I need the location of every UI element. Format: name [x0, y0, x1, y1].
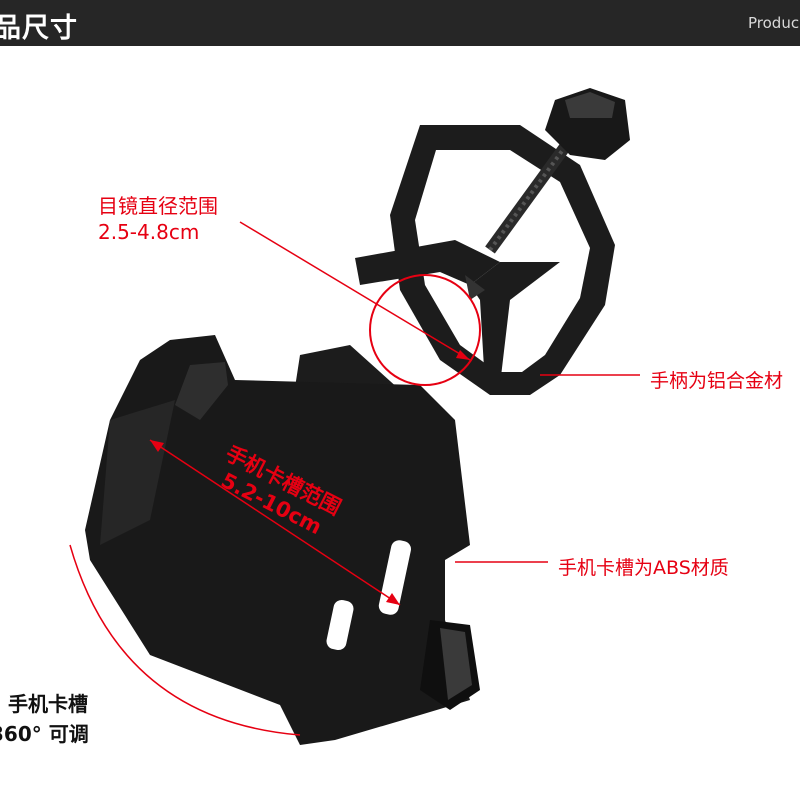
eyepiece-circle: [239, 221, 481, 386]
adjust-screw: [485, 88, 630, 254]
eyepiece-range-value: 2.5-4.8cm: [98, 220, 200, 244]
eyepiece-range-label: 目镜直径范围: [98, 194, 218, 218]
page-title: 品尺寸: [0, 13, 78, 44]
leader-lines: [455, 374, 640, 563]
slot-range-arrow: [149, 439, 401, 606]
eyepiece-clamp: [355, 240, 560, 385]
handle-material-label: 手柄为铝合金材: [650, 370, 784, 392]
rotation-arc: [69, 544, 301, 736]
phone-clamp: [85, 335, 480, 745]
hexagon-frame: [390, 125, 615, 395]
rotation-label: 手机卡槽: [8, 692, 88, 716]
rotation-value: 360° 可调: [0, 722, 89, 746]
page-subtitle: Produc: [748, 14, 800, 32]
page-header: 品尺寸 Produc: [0, 0, 800, 46]
slot-material-label: 手机卡槽为ABS材质: [558, 557, 729, 579]
